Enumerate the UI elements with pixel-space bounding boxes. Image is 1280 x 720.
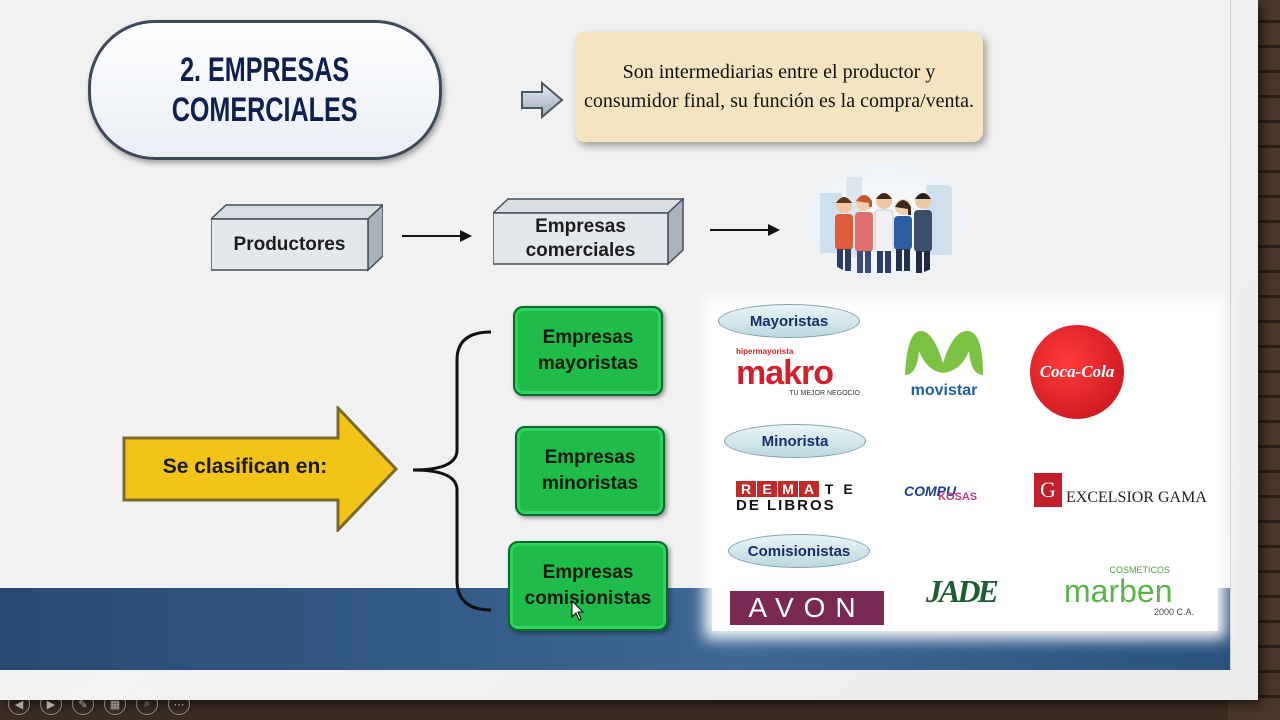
remate-letter-5: T (824, 481, 834, 497)
retail-line-2: minoristas (541, 473, 639, 494)
definition-box: Son intermediarias entre el productor y … (575, 32, 983, 142)
marben-top-text: COSMETICOS (1109, 565, 1170, 575)
title-line-1: 2. EMPRESAS (180, 51, 350, 89)
remate-letter-4: A (799, 481, 819, 497)
avon-logo: AVON (730, 591, 884, 625)
category-minorista: Minorista (724, 424, 866, 458)
logos-panel: Mayoristas Minorista Comisionistas hiper… (712, 304, 1218, 631)
commercial-companies-label: Empresas comerciales (493, 213, 668, 264)
flow-arrow-head-2 (768, 224, 780, 236)
flow-arrow-line-1 (402, 235, 460, 237)
retail-line-1: Empresas (544, 447, 636, 468)
remate-letter-1: R (736, 481, 756, 497)
excelsior-gama-text: EXCELSIOR GAMA (1066, 489, 1207, 506)
classify-arrow (122, 406, 399, 532)
coca-cola-logo: Coca-Cola (1030, 325, 1124, 419)
commission-line-1: Empresas (542, 562, 634, 583)
marben-text: marben (1064, 573, 1173, 609)
category-mayoristas: Mayoristas (718, 304, 860, 338)
pen-icon[interactable]: ✎ (72, 693, 94, 715)
slides-grid-icon[interactable]: ▦ (104, 693, 126, 715)
movistar-logo: movistar (898, 325, 990, 400)
grouping-brace (412, 330, 492, 612)
jade-text: JADE (926, 573, 999, 609)
category-comisionistas: Comisionistas (728, 534, 870, 568)
compu-text: COMPU (904, 483, 957, 499)
remate-de-libros-logo: R E M A T E DE LIBROS (736, 481, 857, 514)
presentation-toolbar: ◀ ▶ ✎ ▦ ⌕ ⋯ (8, 693, 190, 715)
makro-tagline: TU MEJOR NEGOCIO (789, 390, 860, 397)
excelsior-gama-mark: G (1034, 473, 1062, 507)
makro-text: makro (736, 354, 834, 392)
commercial-companies-line-1: Empresas (535, 215, 626, 237)
mouse-cursor-icon (571, 600, 585, 621)
producers-box: Productores (211, 204, 383, 272)
kosas-text: KOSAS (938, 491, 978, 503)
jade-logo: JADE (926, 573, 999, 610)
flow-arrow-head-1 (460, 230, 472, 242)
commercial-companies-box: Empresas comerciales (493, 198, 684, 266)
coca-cola-text: Coca-Cola (1039, 362, 1115, 381)
commercial-companies-line-2: comerciales (525, 239, 636, 261)
classify-label: Se clasifican en: (162, 455, 328, 478)
commission-companies-box[interactable]: Empresas comisionistas (508, 541, 668, 631)
remate-letter-6: E (843, 481, 853, 497)
makro-logo: hipermayorista makro TU MEJOR NEGOCIO (736, 347, 876, 397)
commission-line-2: comisionistas (524, 588, 652, 609)
right-arrow-icon (521, 80, 564, 120)
compu-kosas-logo: COMPU KOSAS (904, 483, 977, 503)
remate-letter-2: E (757, 481, 777, 497)
movistar-text: movistar (910, 382, 978, 399)
wholesale-companies-box[interactable]: Empresas mayoristas (513, 306, 663, 396)
flow-arrow-line-2 (710, 229, 768, 231)
retail-companies-box[interactable]: Empresas minoristas (515, 426, 665, 516)
avon-text: AVON (748, 592, 866, 623)
wholesale-line-2: mayoristas (537, 353, 639, 374)
marben-sub-text: 2000 C.A. (1153, 607, 1194, 617)
next-slide-icon[interactable]: ▶ (40, 693, 62, 715)
previous-slide-icon[interactable]: ◀ (8, 693, 30, 715)
remate-letter-3: M (778, 481, 798, 497)
more-options-icon[interactable]: ⋯ (168, 693, 190, 715)
consumers-illustration (806, 163, 966, 279)
zoom-icon[interactable]: ⌕ (136, 693, 158, 715)
makro-top-text: hipermayorista (736, 347, 794, 356)
remate-line-2: DE LIBROS (736, 497, 836, 514)
title-line-2: COMERCIALES (172, 91, 358, 129)
producers-label: Productores (233, 233, 346, 255)
excelsior-gama-logo: G EXCELSIOR GAMA (1034, 473, 1207, 507)
wholesale-line-1: Empresas (542, 327, 634, 348)
marben-logo: COSMETICOS marben 2000 C.A. (1048, 565, 1210, 617)
definition-text: Son intermediarias entre el productor y … (584, 61, 974, 112)
